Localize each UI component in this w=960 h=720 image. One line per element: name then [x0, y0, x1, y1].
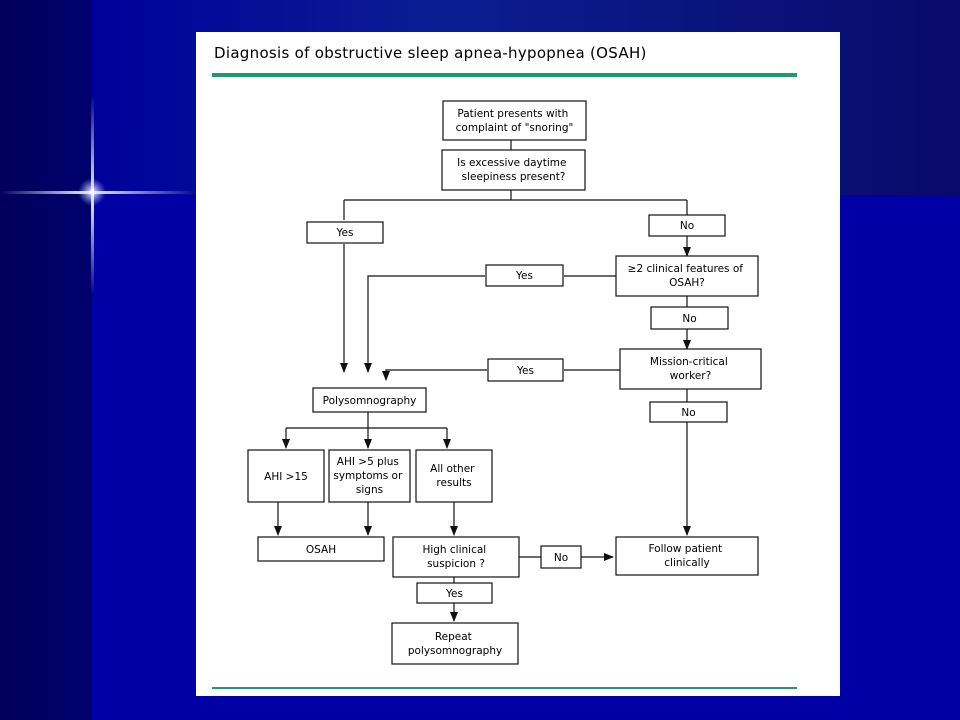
polysomnography-box: Polysomnography: [312, 387, 427, 413]
daytime-sleepiness-box: Is excessive daytime sleepiness present?: [441, 149, 586, 191]
ahi-15-text: AHI >15: [264, 471, 308, 483]
repeat-polysomnography-box: Repeat polysomnography: [391, 622, 519, 665]
follow-clinically-text: Follow patient clinically: [649, 543, 726, 569]
slide-panel: Diagnosis of obstructive sleep apnea-hyp…: [196, 32, 840, 696]
high-suspicion-no-label: No: [540, 545, 582, 569]
follow-clinically-box: Follow patient clinically: [615, 536, 759, 576]
osah-result-text: OSAH: [306, 544, 336, 556]
start-snoring-box: Patient presents with complaint of "snor…: [442, 100, 587, 141]
clinical-features-no-text: No: [682, 313, 696, 325]
title-underline: [212, 73, 797, 77]
other-results-text: All other results: [430, 463, 478, 489]
ahi-5-symptoms-text: AHI >5 plus symptoms or signs: [333, 456, 405, 496]
connectors: [274, 140, 691, 622]
mission-critical-no-label: No: [649, 401, 728, 423]
high-suspicion-box: High clinical suspicion ?: [392, 536, 520, 578]
mission-critical-text: Mission-critical worker?: [650, 356, 731, 382]
sleepiness-no-label: No: [648, 214, 726, 237]
clinical-features-yes-text: Yes: [515, 270, 533, 282]
connector: [382, 369, 487, 381]
clinical-features-yes-label: Yes: [485, 264, 564, 287]
clinical-features-no-label: No: [650, 306, 729, 330]
start-snoring-text: Patient presents with complaint of "snor…: [456, 108, 574, 134]
polysomnography-text: Polysomnography: [323, 395, 417, 407]
ahi-5-symptoms-box: AHI >5 plus symptoms or signs: [328, 449, 411, 503]
connector: [286, 412, 447, 429]
sparkle-decoration: [0, 95, 196, 295]
mission-critical-yes-text: Yes: [516, 365, 534, 377]
connector: [364, 275, 485, 373]
other-results-box: All other results: [415, 449, 493, 503]
high-suspicion-text: High clinical suspicion ?: [422, 544, 489, 570]
connector: [343, 190, 688, 220]
mission-critical-yes-label: Yes: [487, 358, 564, 382]
high-suspicion-yes-text: Yes: [445, 588, 463, 600]
sleepiness-yes-text: Yes: [336, 227, 354, 239]
sleepiness-yes-label: Yes: [306, 221, 384, 244]
footer-rule: [212, 687, 797, 689]
sleepiness-no-text: No: [680, 220, 694, 232]
mission-critical-no-text: No: [681, 407, 695, 419]
ahi-15-box: AHI >15: [247, 449, 325, 503]
high-suspicion-yes-label: Yes: [416, 582, 493, 604]
high-suspicion-no-text: No: [554, 552, 568, 564]
repeat-polysomnography-text: Repeat polysomnography: [408, 631, 502, 657]
osah-result-box: OSAH: [257, 536, 385, 562]
clinical-features-text: ≥2 clinical features of OSAH?: [628, 263, 747, 289]
flowchart: Patient presents with complaint of "snor…: [247, 100, 762, 665]
background-right-panel: [840, 195, 960, 720]
clinical-features-box: ≥2 clinical features of OSAH?: [615, 255, 759, 297]
mission-critical-box: Mission-critical worker?: [619, 348, 762, 390]
daytime-sleepiness-text: Is excessive daytime sleepiness present?: [457, 157, 570, 183]
slide-title: Diagnosis of obstructive sleep apnea-hyp…: [214, 44, 647, 62]
background-left-panel: [0, 0, 92, 720]
